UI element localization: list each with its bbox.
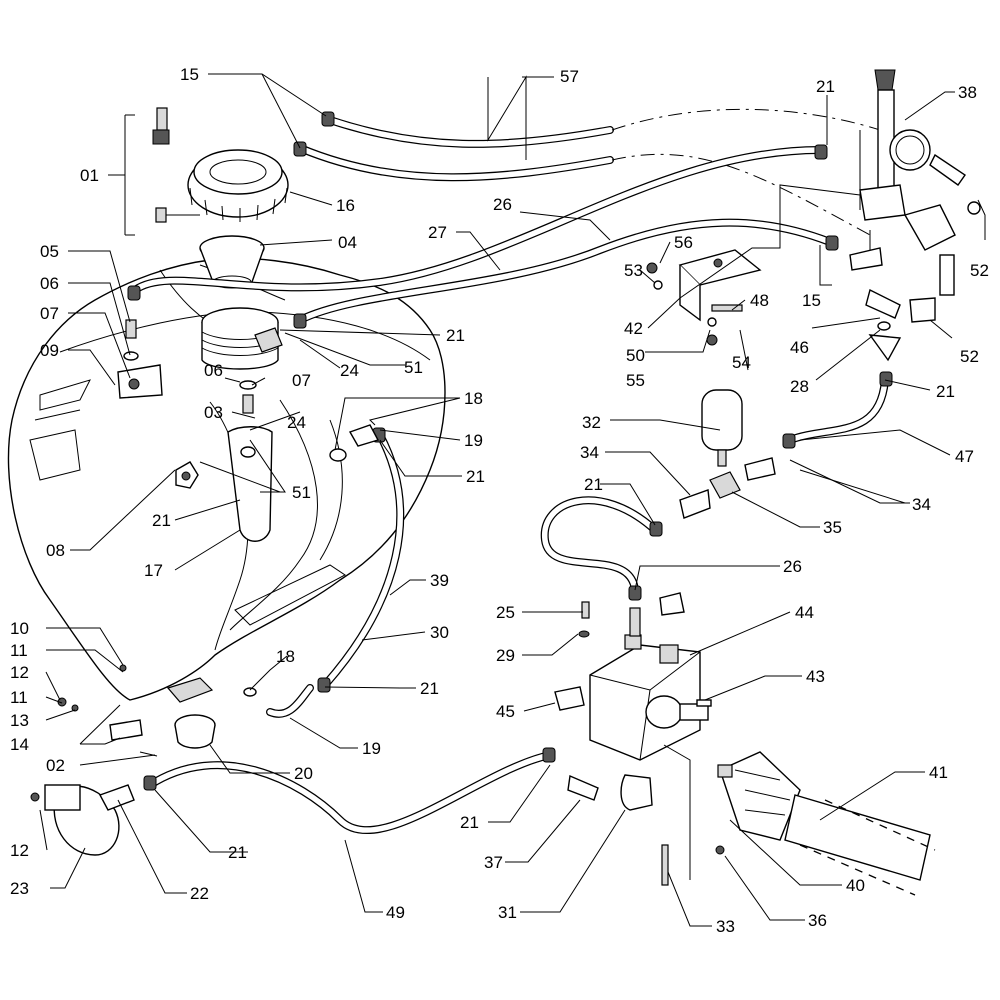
label-06-center: 06 — [204, 361, 223, 380]
drain-valve — [30, 784, 135, 856]
label-01: 01 — [80, 166, 99, 185]
label-29: 29 — [496, 646, 515, 665]
label-21-neck: 21 — [446, 326, 465, 345]
pump — [554, 592, 712, 811]
label-24-lower: 24 — [287, 413, 306, 432]
label-05: 05 — [40, 242, 59, 261]
label-21-drain: 21 — [228, 843, 247, 862]
label-21-gauge: 21 — [816, 77, 835, 96]
label-57: 57 — [560, 67, 579, 86]
label-13: 13 — [10, 711, 29, 730]
label-42: 42 — [624, 319, 643, 338]
label-38: 38 — [958, 83, 977, 102]
label-19-upper: 19 — [464, 431, 483, 450]
label-02: 02 — [46, 756, 65, 775]
label-11-lower: 11 — [10, 688, 28, 707]
label-47: 47 — [955, 447, 974, 466]
label-36: 36 — [808, 911, 827, 930]
label-19-lower: 19 — [362, 739, 381, 758]
label-55: 55 — [626, 371, 645, 390]
label-16: 16 — [336, 196, 355, 215]
label-51-lower: 51 — [292, 483, 311, 502]
label-21-outlet: 21 — [420, 679, 439, 698]
label-26-lower: 26 — [783, 557, 802, 576]
label-23: 23 — [10, 879, 29, 898]
mounting-bracket — [646, 249, 762, 346]
label-50: 50 — [626, 346, 645, 365]
label-43: 43 — [806, 667, 825, 686]
label-28: 28 — [790, 377, 809, 396]
label-09: 09 — [40, 341, 59, 360]
label-12-upper: 12 — [10, 663, 29, 682]
label-56: 56 — [674, 233, 693, 252]
label-48: 48 — [750, 291, 769, 310]
label-18-lower: 18 — [276, 647, 295, 666]
label-52-upper: 52 — [970, 261, 989, 280]
label-15-top: 15 — [180, 65, 199, 84]
part-labels: 15 57 21 38 01 16 26 27 04 05 56 52 53 0… — [10, 65, 989, 936]
label-46: 46 — [790, 338, 809, 357]
label-32: 32 — [582, 413, 601, 432]
tank-fittings — [57, 319, 380, 757]
label-24-upper: 24 — [340, 361, 359, 380]
label-21-right: 21 — [936, 382, 955, 401]
label-10: 10 — [10, 619, 29, 638]
label-21-pump: 21 — [460, 813, 479, 832]
label-11-upper: 11 — [10, 641, 28, 660]
label-20: 20 — [294, 764, 313, 783]
pressure-regulator — [849, 69, 981, 362]
label-37: 37 — [484, 853, 503, 872]
label-25: 25 — [496, 603, 515, 622]
pto-shaft — [661, 751, 936, 896]
label-22: 22 — [190, 884, 209, 903]
label-35: 35 — [823, 518, 842, 537]
label-31: 31 — [498, 903, 517, 922]
label-51-upper: 51 — [404, 358, 423, 377]
leader-lines — [39, 73, 986, 927]
label-07-center: 07 — [292, 371, 311, 390]
label-21-tank: 21 — [152, 511, 171, 530]
label-15-right: 15 — [802, 291, 821, 310]
label-26-upper: 26 — [493, 195, 512, 214]
label-45: 45 — [496, 702, 515, 721]
label-18-upper: 18 — [464, 389, 483, 408]
label-49: 49 — [386, 903, 405, 922]
label-04: 04 — [338, 233, 357, 252]
label-03: 03 — [204, 403, 223, 422]
label-52-lower: 52 — [960, 347, 979, 366]
label-33: 33 — [716, 917, 735, 936]
label-34-left: 34 — [580, 443, 599, 462]
label-53: 53 — [624, 261, 643, 280]
label-17: 17 — [144, 561, 163, 580]
label-41: 41 — [929, 763, 948, 782]
label-39: 39 — [430, 571, 449, 590]
label-54: 54 — [732, 353, 751, 372]
label-08: 08 — [46, 541, 65, 560]
label-21-lowerloop: 21 — [584, 475, 603, 494]
bolt-set — [152, 107, 200, 223]
label-12-lower: 12 — [10, 841, 29, 860]
label-21-hose39: 21 — [466, 467, 485, 486]
tank-cap — [187, 149, 289, 222]
filter-assembly — [679, 389, 776, 519]
label-06-left: 06 — [40, 274, 59, 293]
hose-lines — [131, 108, 889, 835]
label-14: 14 — [10, 735, 29, 754]
label-40: 40 — [846, 876, 865, 895]
label-27: 27 — [428, 223, 447, 242]
label-30: 30 — [430, 623, 449, 642]
label-44: 44 — [795, 603, 814, 622]
label-07-left: 07 — [40, 304, 59, 323]
label-34-right: 34 — [912, 495, 931, 514]
